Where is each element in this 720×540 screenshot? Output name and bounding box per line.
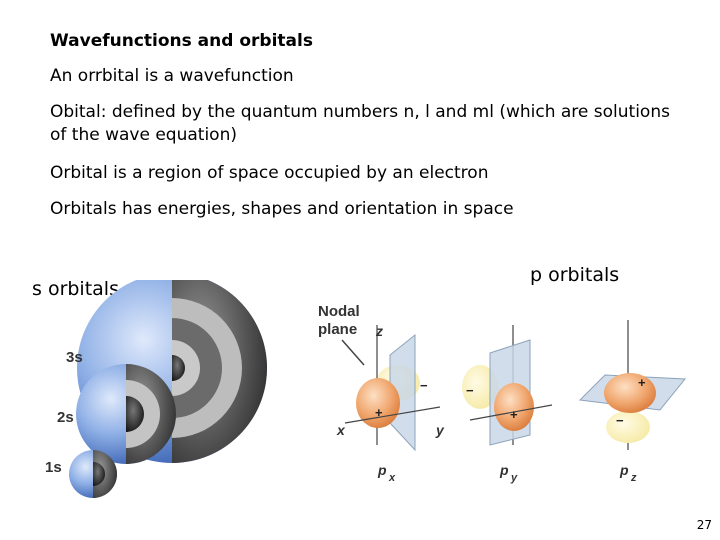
px-orbital: z x y + − p x [336, 323, 445, 484]
pz-plus-sign: + [638, 375, 646, 390]
axis-x-label: x [336, 422, 346, 438]
label-2s: 2s [57, 409, 74, 426]
page-number: 27 [697, 518, 712, 532]
px-label: p [377, 462, 387, 478]
bullet-4: Orbitals has energies, shapes and orient… [50, 198, 514, 221]
pz-subscript: z [630, 472, 637, 484]
nodal-pointer [342, 340, 364, 365]
pz-orbital: + − p z [580, 320, 685, 484]
bullet-2: Obital: defined by the quantum numbers n… [50, 101, 670, 147]
axis-y-label: y [435, 422, 445, 438]
bullet-1: An orrbital is a wavefunction [50, 65, 294, 88]
slide-title: Wavefunctions and orbitals [50, 31, 313, 51]
nodal-label-line1: Nodal [318, 303, 360, 320]
py-orbital: + − p y [462, 325, 552, 484]
py-subscript: y [510, 472, 518, 484]
pz-minus-sign: − [616, 413, 624, 428]
px-plus-sign: + [375, 405, 383, 420]
s-orbitals-diagram: 3s 2s 1s [0, 280, 300, 510]
py-label: p [499, 462, 509, 478]
py-plus-sign: + [510, 407, 518, 422]
nodal-label-line2: plane [318, 321, 357, 338]
label-3s: 3s [66, 349, 83, 366]
1s-orbital [69, 450, 117, 498]
py-minus-sign: − [466, 383, 474, 398]
bullet-3: Orbital is a region of space occupied by… [50, 162, 488, 185]
px-minus-sign: − [420, 378, 428, 393]
p-orbitals-heading: p orbitals [530, 264, 619, 286]
axis-z-label: z [375, 323, 383, 339]
px-subscript: x [388, 472, 396, 484]
p-orbitals-diagram: Nodal plane z x y + − p x + − p y + − p [300, 295, 690, 495]
pz-label: p [619, 462, 629, 478]
2s-orbital [76, 364, 176, 464]
label-1s: 1s [45, 459, 62, 476]
